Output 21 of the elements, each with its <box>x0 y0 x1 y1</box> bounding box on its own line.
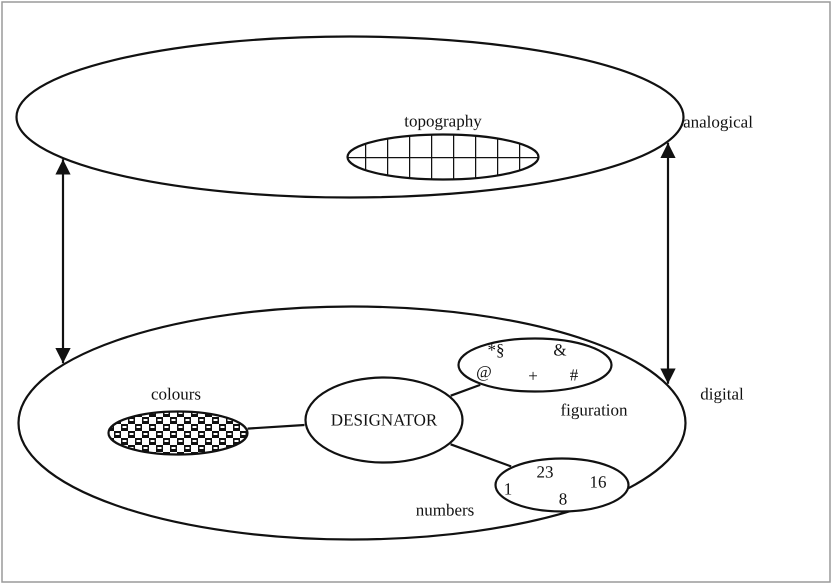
connector-line <box>450 384 481 397</box>
symbol-text: # <box>570 366 578 384</box>
connector-line <box>248 424 305 430</box>
node-label: figuration <box>560 402 628 418</box>
number-text: 16 <box>590 474 606 490</box>
node-label: DESIGNATOR <box>330 412 438 428</box>
node-label: colours <box>150 386 202 402</box>
arrow <box>55 159 71 364</box>
symbol-text: *§ <box>488 342 504 358</box>
node-label: topography <box>404 112 482 130</box>
number-text: 23 <box>536 464 554 480</box>
number-text: 8 <box>558 490 568 508</box>
side-label: digital <box>700 386 744 402</box>
connector-line <box>450 443 512 468</box>
symbol-text: + <box>528 368 538 384</box>
symbol-text: @ <box>476 364 492 380</box>
symbol-text: & <box>553 342 567 358</box>
arrow <box>660 142 676 384</box>
number-text: 1 <box>504 480 512 498</box>
side-label: analogical <box>683 114 753 130</box>
node-label: numbers <box>416 502 474 518</box>
